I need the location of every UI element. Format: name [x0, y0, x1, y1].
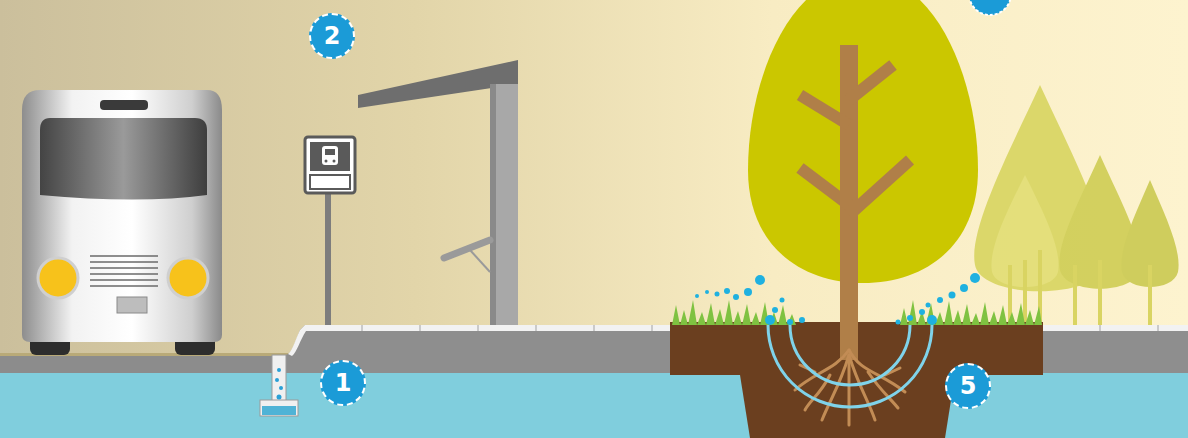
paving-joints — [1100, 325, 1158, 331]
drain — [260, 355, 298, 416]
bus-shelter — [358, 60, 518, 325]
paving-joints — [362, 325, 652, 331]
bus-stop-sign — [305, 137, 355, 325]
bus — [22, 90, 222, 355]
callout-number: 5 — [945, 363, 991, 409]
tree-trunk — [800, 45, 910, 360]
water-droplets — [695, 273, 980, 325]
callout-number: 1 — [320, 360, 366, 406]
background-trees — [974, 85, 1178, 291]
groundwater-layer — [0, 373, 1188, 438]
tree-canopy — [748, 0, 978, 283]
sidewalk — [1043, 325, 1188, 373]
curb — [288, 325, 670, 356]
callout-number: 2 — [309, 13, 355, 59]
tree-roots — [795, 350, 905, 425]
paving — [1043, 325, 1188, 331]
water-ring — [768, 325, 932, 407]
road — [0, 355, 300, 373]
callout-marker — [969, 0, 1011, 15]
